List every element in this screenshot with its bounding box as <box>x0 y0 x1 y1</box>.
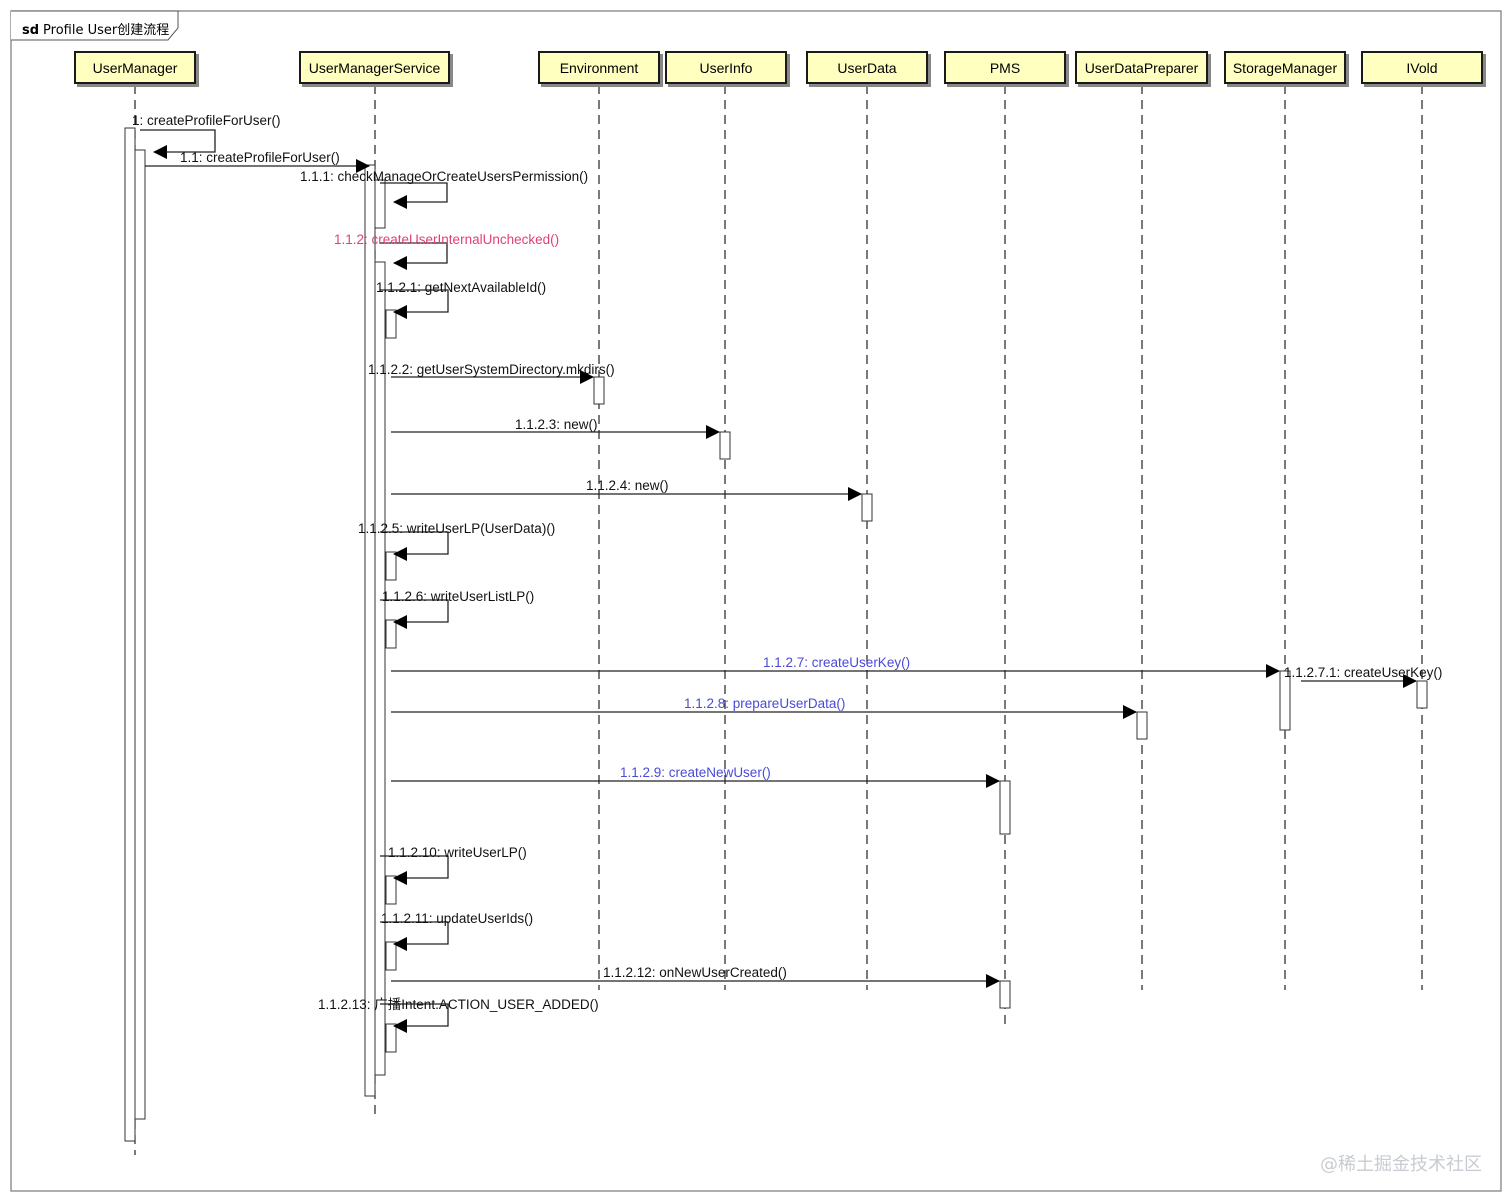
message-label: 1.1.2.1: getNextAvailableId() <box>376 280 547 295</box>
message-label: 1.1.2.11: updateUserIds() <box>381 911 534 926</box>
message-label: 1.1: createProfileForUser() <box>180 150 340 165</box>
activation-bar-ums <box>374 261 386 1076</box>
activation-bar-ums <box>374 179 386 229</box>
activation-bar-ud <box>861 493 873 522</box>
lifeline-header-sm: StorageManager <box>1224 51 1346 84</box>
self-message-arrow <box>380 599 449 629</box>
lifeline-header-ud: UserData <box>806 51 928 84</box>
self-message-arrow <box>380 1003 449 1033</box>
message-label: 1.1.2.10: writeUserLP() <box>388 845 527 860</box>
self-message-arrow <box>140 129 216 159</box>
lifeline-header-udp: UserDataPreparer <box>1075 51 1208 84</box>
activation-bar-ums <box>385 309 397 339</box>
watermark: @稀土掘金技术社区 <box>1320 1154 1482 1175</box>
frame-keyword: sd <box>22 23 40 38</box>
frame-title-text: Profile User创建流程 <box>43 23 170 38</box>
lifeline-header-env: Environment <box>538 51 660 84</box>
message-label: 1.1.2.7.1: createUserKey() <box>1284 665 1443 680</box>
activation-bar-ums <box>385 619 397 649</box>
lifeline-header-um: UserManager <box>74 51 196 84</box>
activation-bar-ums <box>364 164 376 1097</box>
self-message-arrow <box>380 855 449 885</box>
lifeline-header-iv: IVold <box>1361 51 1483 84</box>
message-label: 1.1.2.6: writeUserListLP() <box>382 589 535 604</box>
self-message-arrow <box>380 242 448 270</box>
activation-bar-udp <box>1136 711 1148 740</box>
activation-bar-sm <box>1279 670 1291 731</box>
message-label: 1.1.2.9: createNewUser() <box>620 765 771 780</box>
activation-bar-ums <box>385 551 397 581</box>
message-label: 1: createProfileForUser() <box>132 113 281 128</box>
lifeline-header-ums: UserManagerService <box>299 51 450 84</box>
self-message-arrow <box>380 182 448 209</box>
activation-bar-pms <box>999 780 1011 835</box>
self-message-arrow <box>380 531 449 561</box>
message-label: 1.1.2.12: onNewUserCreated() <box>603 965 787 980</box>
activation-bar-um <box>124 127 136 1142</box>
activation-bar-pms <box>999 980 1011 1009</box>
activation-bar-um <box>134 149 146 1120</box>
self-message-arrow <box>380 921 449 951</box>
message-label: 1.1.2.7: createUserKey() <box>763 655 911 670</box>
activation-bar-ums <box>385 941 397 971</box>
message-label: 1.1.2.2: getUserSystemDirectory.mkdirs() <box>368 362 615 377</box>
message-label: 1.1.2.3: new() <box>515 417 598 432</box>
lifeline-header-pms: PMS <box>944 51 1066 84</box>
message-label: 1.1.2: createUserInternalUnchecked() <box>334 232 560 247</box>
frame-title-tab <box>11 10 179 41</box>
message-label: 1.1.1: checkManageOrCreateUsersPermissio… <box>300 169 589 184</box>
message-label: 1.1.2.5: writeUserLP(UserData)() <box>358 521 556 536</box>
message-label: 1.1.2.4: new() <box>586 478 669 493</box>
diagram-frame <box>10 10 1502 1192</box>
activation-bar-ums <box>385 1023 397 1053</box>
activation-bar-ums <box>385 875 397 905</box>
message-label: 1.1.2.8: prepareUserData() <box>684 696 846 711</box>
lifeline-header-ui: UserInfo <box>665 51 787 84</box>
activation-bar-ui <box>719 431 731 460</box>
activation-bar-iv <box>1416 680 1428 709</box>
self-message-arrow <box>380 289 449 319</box>
activation-bar-env <box>593 376 605 405</box>
message-label: 1.1.2.13: 广播Intent.ACTION_USER_ADDED() <box>318 997 599 1012</box>
